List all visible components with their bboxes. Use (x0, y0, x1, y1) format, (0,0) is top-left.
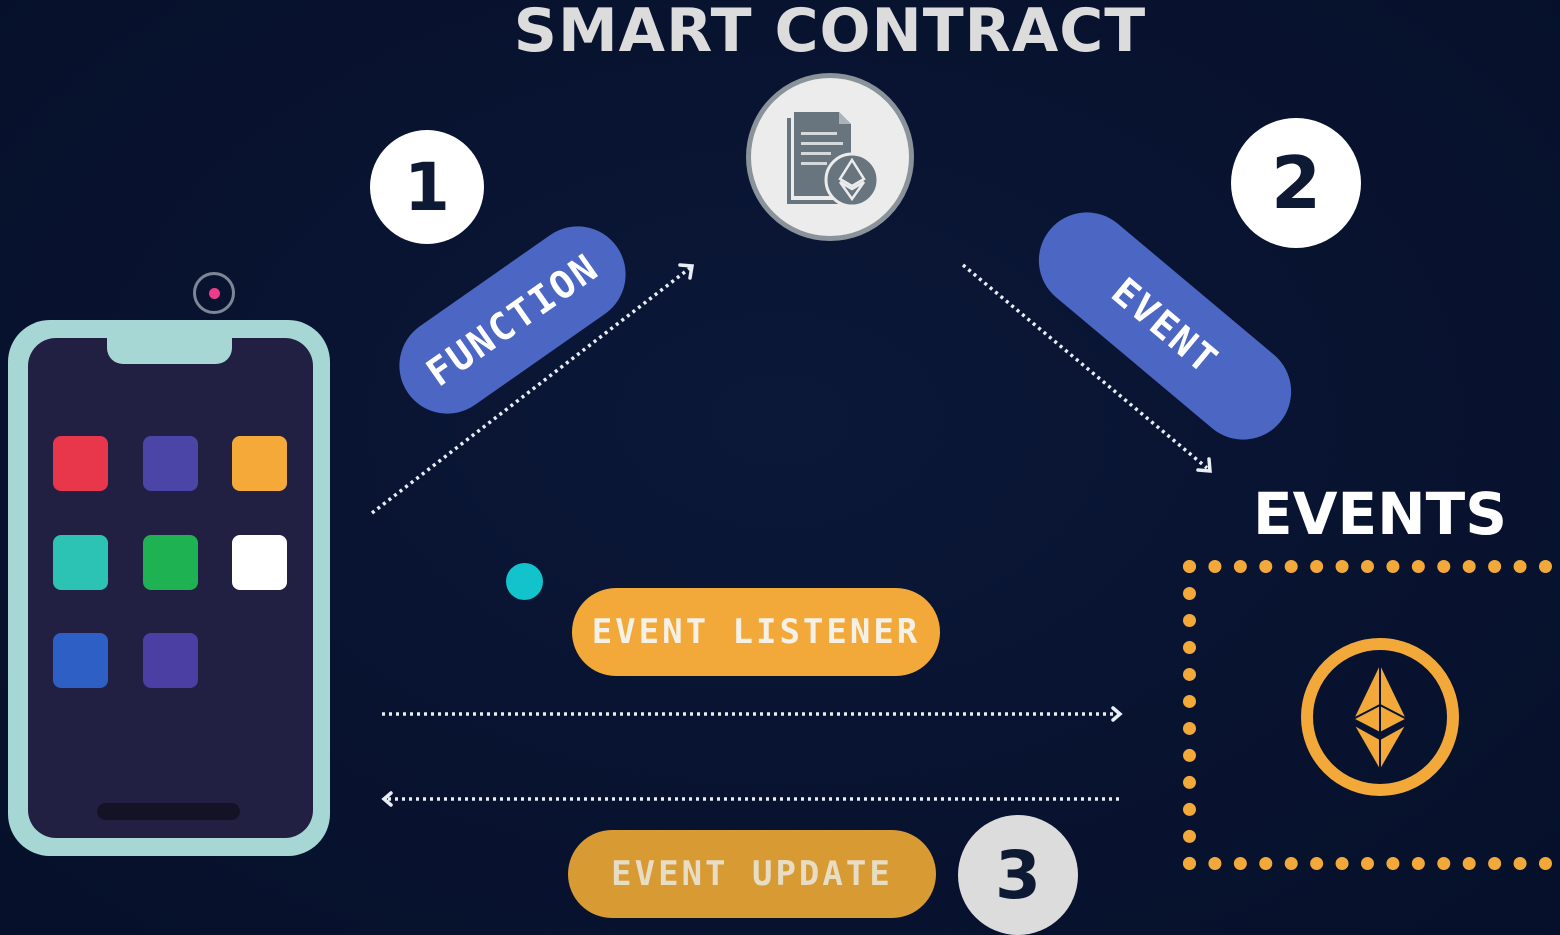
event-arrowhead (1196, 457, 1212, 473)
step-3-badge: 3 (958, 815, 1078, 935)
contract-document-ethereum-icon (746, 73, 914, 241)
app-icon (53, 436, 108, 491)
app-icon (232, 535, 287, 590)
function-arrowhead (678, 263, 695, 280)
cursor-ring (193, 272, 235, 314)
app-icon (53, 633, 108, 688)
event-update-label: EVENT UPDATE (611, 854, 893, 894)
event-listener-label: EVENT LISTENER (591, 612, 921, 652)
diagram-title: SMART CONTRACT (513, 0, 1147, 66)
app-icon (53, 535, 108, 590)
cursor-icon (209, 288, 220, 299)
app-icon (232, 436, 287, 491)
app-icon (143, 633, 198, 688)
events-box (1183, 560, 1560, 870)
step-2-badge: 2 (1231, 118, 1361, 248)
phone-home-bar (97, 803, 240, 820)
phone-notch (107, 334, 232, 364)
ethereum-icon (1301, 638, 1459, 796)
update-arrowhead (381, 791, 393, 807)
listener-arrowhead (1111, 706, 1123, 722)
event-listener-pill: EVENT LISTENER (572, 588, 940, 676)
app-icon (143, 535, 198, 590)
event-update-pill: EVENT UPDATE (568, 830, 936, 918)
step-1-badge: 1 (370, 130, 484, 244)
events-heading: EVENTS (1252, 480, 1507, 548)
cyan-dot (506, 563, 543, 600)
app-icon (143, 436, 198, 491)
